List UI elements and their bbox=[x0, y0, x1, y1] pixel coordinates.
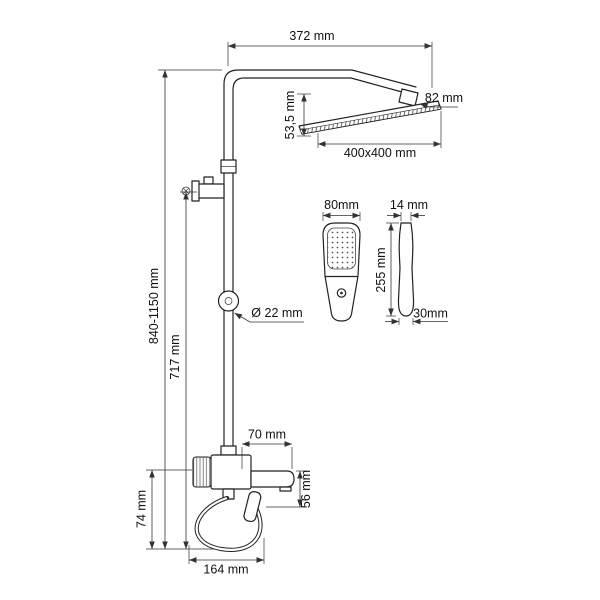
dimension-head-edge: 82 mm bbox=[419, 91, 463, 109]
wall-bracket-plate bbox=[191, 180, 200, 202]
hand-shower-mode-button-dot bbox=[340, 291, 343, 295]
diverter-knob-center bbox=[224, 297, 233, 305]
shower-hose-loop-core bbox=[195, 496, 262, 551]
hand-shower-spray-face bbox=[327, 227, 356, 270]
dim-spout-height-label: 56 mm bbox=[299, 470, 313, 508]
hand-shower-front-view bbox=[322, 222, 361, 322]
wall-bracket bbox=[197, 183, 225, 199]
dimension-arm-reach: 372 mm bbox=[227, 29, 433, 88]
dimension-hand-shower-handle-width: 30mm bbox=[385, 307, 448, 325]
dim-hand-shower-depth-label: 14 mm bbox=[390, 198, 428, 212]
dim-hand-shower-width-label: 80mm bbox=[324, 198, 359, 212]
dimension-mixer-offset: 74 mm bbox=[135, 469, 192, 549]
wall-bracket-knob bbox=[203, 176, 214, 185]
dimension-head-height: 53,5 mm bbox=[283, 91, 311, 140]
dim-hose-width-label: 164 mm bbox=[203, 563, 248, 577]
dimension-hand-shower-depth: 14 mm bbox=[387, 198, 428, 221]
dimension-hose-width: 164 mm bbox=[188, 538, 265, 577]
dimension-pipe-diameter: Ø 22 mm bbox=[234, 306, 304, 323]
dim-pipe-diameter-label: Ø 22 mm bbox=[251, 306, 302, 320]
dim-riser-height-label: 717 mm bbox=[168, 334, 182, 379]
dimension-total-height: 840-1150 mm bbox=[146, 69, 222, 550]
dim-hand-shower-length-label: 255 mm bbox=[374, 247, 388, 292]
hand-shower-in-holder bbox=[243, 491, 262, 523]
dimension-hand-shower-width: 80mm bbox=[322, 198, 361, 221]
hand-shower-side-outline bbox=[397, 222, 415, 317]
hand-shower-side-view bbox=[397, 222, 415, 317]
riser-and-arm-outer-line bbox=[223, 69, 417, 456]
dim-head-edge-label: 82 mm bbox=[425, 91, 463, 105]
dimension-riser-height: 717 mm bbox=[168, 191, 197, 549]
spout bbox=[250, 470, 295, 488]
mixer-body bbox=[210, 454, 252, 490]
shower-column bbox=[181, 69, 442, 552]
dim-total-height-label: 840-1150 mm bbox=[147, 268, 161, 344]
riser-and-arm-inner-line bbox=[232, 77, 414, 456]
pipe-collar-lower bbox=[220, 445, 237, 456]
dim-leader bbox=[419, 103, 458, 109]
arm-head-joint bbox=[398, 88, 419, 107]
dimension-head-size: 400x400 mm bbox=[317, 111, 442, 160]
dim-head-height-label: 53,5 mm bbox=[283, 91, 297, 140]
dim-mixer-offset-label: 74 mm bbox=[135, 490, 149, 528]
diverter-knob bbox=[217, 290, 240, 312]
dimension-spout-length: 70 mm bbox=[241, 428, 293, 469]
dimension-spout-height: 56 mm bbox=[266, 470, 313, 508]
temperature-handle bbox=[192, 456, 212, 488]
dim-spout-length-label: 70 mm bbox=[248, 428, 286, 442]
dim-arm-reach-label: 372 mm bbox=[289, 29, 334, 43]
spout-aerator bbox=[279, 486, 292, 492]
dim-head-size-label: 400x400 mm bbox=[344, 146, 416, 160]
dimension-hand-shower-length: 255 mm bbox=[374, 222, 399, 317]
dim-hand-shower-handle-width-label: 30mm bbox=[413, 307, 448, 321]
shower-head-spray-face bbox=[299, 104, 442, 135]
dim-leader bbox=[234, 312, 304, 323]
